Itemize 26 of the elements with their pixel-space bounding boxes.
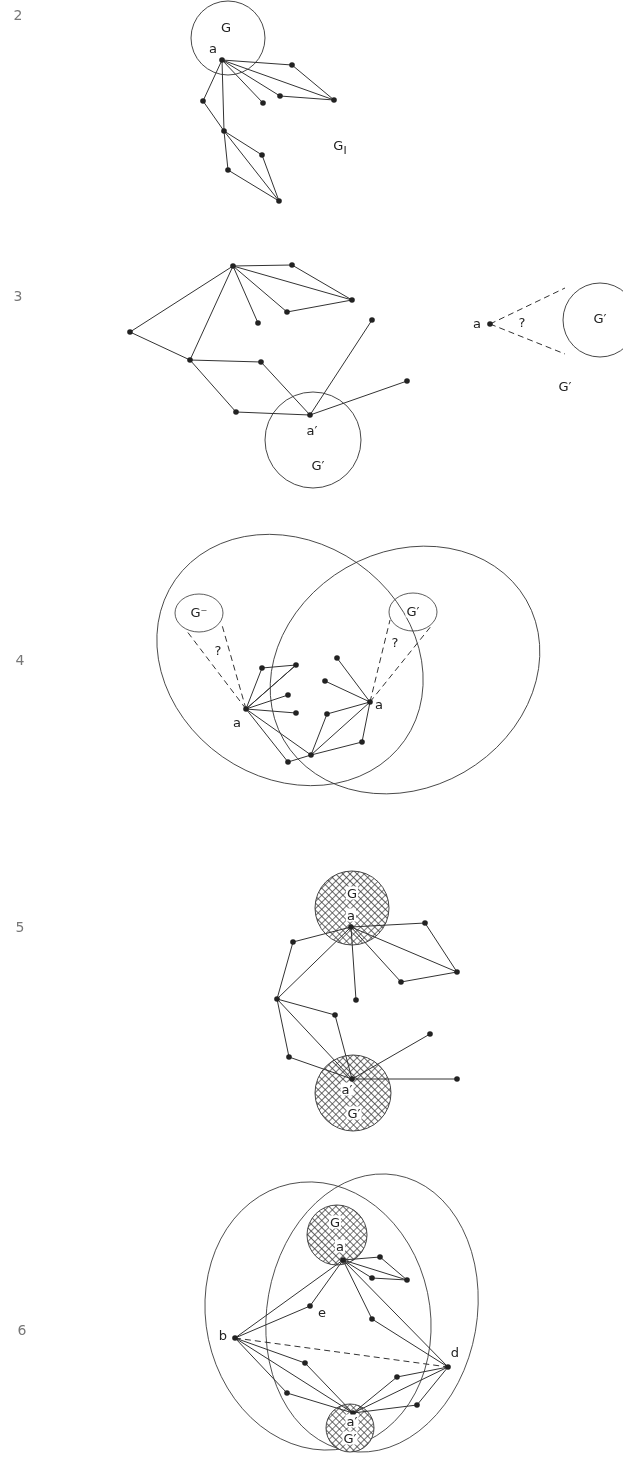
question-mark: ? — [390, 635, 400, 649]
vertex-label: a′ — [305, 423, 319, 437]
graph-label: G′ — [557, 379, 573, 393]
vertex-label: b — [217, 1328, 229, 1342]
panel-number: 6 — [16, 1323, 28, 1337]
panel-number: 3 — [12, 289, 24, 303]
graph-label: G′ — [405, 604, 421, 618]
graph-label: G′ — [342, 1431, 358, 1445]
graph-label: G — [219, 20, 233, 34]
graph-label: G$_{I}$ — [332, 139, 348, 157]
vertex-label: a — [335, 1239, 345, 1253]
vertex-label: d — [449, 1345, 461, 1359]
question-mark: ? — [517, 315, 527, 329]
graph-label: G⁻ — [189, 605, 209, 619]
graph-label: G′ — [592, 311, 608, 325]
graph-label: G — [345, 886, 359, 900]
vertex-label: a — [346, 908, 356, 922]
graph-label: G′ — [346, 1106, 362, 1120]
vertex-label: a′ — [345, 1414, 359, 1428]
vertex-label: a′ — [340, 1082, 354, 1096]
graph-label: G — [328, 1215, 342, 1229]
graph-label: G′ — [310, 458, 326, 472]
question-mark: ? — [213, 643, 223, 657]
panel-number: 5 — [14, 920, 26, 934]
panel-number: 2 — [12, 8, 24, 22]
panel-number: 4 — [14, 653, 26, 667]
